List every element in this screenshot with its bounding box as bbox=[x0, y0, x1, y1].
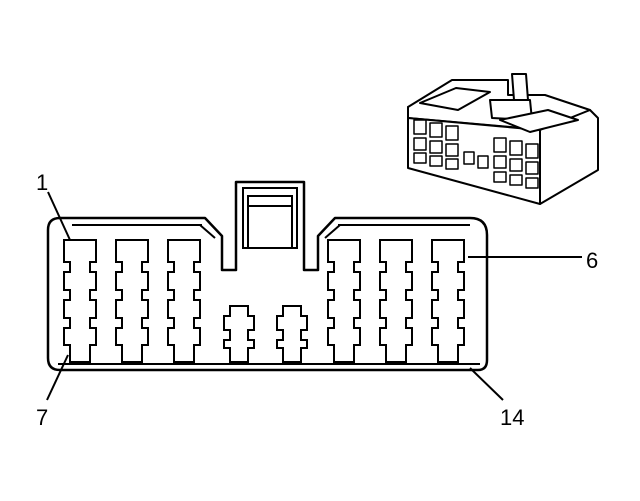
terminal-cavity bbox=[63, 239, 97, 363]
pin-callouts: 1 6 7 14 bbox=[36, 170, 598, 430]
terminal-cavity bbox=[327, 239, 361, 363]
terminal-cavity-small bbox=[276, 305, 308, 363]
terminal-cavity-small bbox=[223, 305, 255, 363]
pin-label-1: 1 bbox=[36, 170, 48, 195]
connector-latch bbox=[242, 187, 298, 249]
terminal-cavity bbox=[431, 239, 465, 363]
terminal-cavity bbox=[167, 239, 201, 363]
terminal-cavity bbox=[115, 239, 149, 363]
pin-label-6: 6 bbox=[586, 248, 598, 273]
connector-face-view bbox=[46, 180, 489, 372]
connector-housing bbox=[46, 180, 489, 372]
connector-isometric-view bbox=[407, 73, 599, 205]
pin-label-7: 7 bbox=[36, 405, 48, 430]
terminal-cavity bbox=[379, 239, 413, 363]
pin-label-14: 14 bbox=[500, 405, 524, 430]
terminal-cavities bbox=[63, 239, 465, 363]
